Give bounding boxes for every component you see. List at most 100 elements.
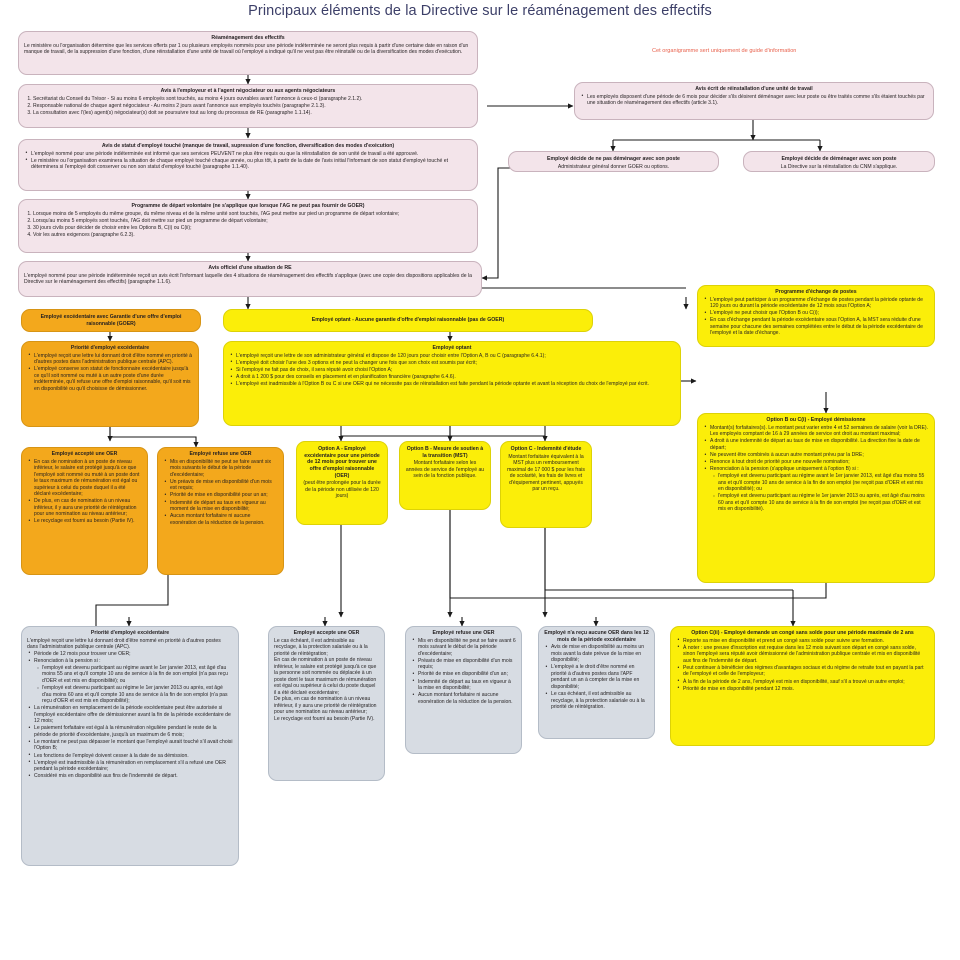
node-programme-echange-postes[interactable]: Programme d'échange de postes L'employé …	[697, 285, 935, 347]
list-item: Le paiement forfaitaire est égal à la ré…	[29, 725, 233, 738]
list-item: Priorité de mise en disponibilité d'un a…	[413, 671, 516, 678]
list-item: Indemnité de départ au taux en vigueur a…	[165, 499, 278, 513]
node-header: Priorité d'employé excédentaire	[90, 630, 170, 636]
node-programme-depart-volontaire[interactable]: Programme de départ volontaire (ne s'app…	[18, 199, 478, 253]
node-list: Secrétariat du Conseil du Trésor - Si au…	[24, 96, 472, 117]
node-paragraph: De plus, en cas de nomination à un nivea…	[274, 696, 377, 716]
list-item: Avis de mise en disponibilité au moins u…	[546, 644, 649, 664]
node-header: Employé accepte une OER	[293, 630, 360, 636]
banner-label: Employé excédentaire avec Garantie d'une…	[40, 314, 182, 327]
node-reamenagement-effectifs[interactable]: Réaménagement des effectifs Le ministère…	[18, 31, 478, 75]
node-intro: L'employé reçoit une lettre lui donnant …	[27, 637, 221, 651]
node-body: Administrateur général donner GOER ou op…	[557, 163, 670, 170]
node-employe-demenager[interactable]: Employé décide de déménager avec son pos…	[743, 151, 935, 172]
list-item: Secrétariat du Conseil du Trésor - Si au…	[33, 96, 472, 103]
list-item: Un préavis de mise en disponibilité d'un…	[165, 478, 278, 492]
node-header: Employé décide de déménager avec son pos…	[781, 156, 897, 162]
list-item: En cas d'échange pendant la période excé…	[705, 317, 929, 337]
node-avis-ecrit-reinstallation[interactable]: Avis écrit de réinstallation d'une unité…	[574, 82, 934, 120]
node-sublist: l'employé est devenu participant au régi…	[34, 665, 233, 705]
node-list: Reporte sa mise en disponibilité et pren…	[676, 637, 929, 693]
node-body: La Directive sur la réinstallation du CN…	[780, 163, 898, 170]
list-item: Renonce à tout droit de priorité pour un…	[705, 459, 929, 466]
node-employe-refuse-oer-bottom[interactable]: Employé refuse une OER Mis en disponibil…	[405, 626, 522, 754]
node-header: Employé n'a reçu aucune OER dans les 12 …	[544, 630, 649, 643]
node-list: L'employé reçoit une lettre lui donnant …	[27, 352, 193, 393]
node-option-b-ou-ci[interactable]: Option B ou C(i) - Employé démissionne M…	[697, 413, 935, 583]
list-item: La consultation avec l'(les) agent(s) né…	[33, 110, 472, 117]
node-list: Mis en disponibilité ne peut se faire av…	[411, 637, 516, 706]
list-item: Le ministère ou l'organisation examinera…	[26, 157, 472, 171]
list-item: Période de 12 mois pour trouver une OER;	[29, 650, 233, 658]
list-item: Aucun montant forfaitaire ni aucune exon…	[165, 513, 278, 526]
banner-employe-excedentaire-goer[interactable]: Employé excédentaire avec Garantie d'une…	[21, 309, 201, 332]
node-header: Option B ou C(i) - Employé démissionne	[766, 417, 866, 423]
node-header: Avis écrit de réinstallation d'une unité…	[695, 86, 813, 92]
sublist-item: l'employé est devenu participant au régi…	[37, 685, 233, 705]
list-item: L'employé est inadmissible à l'Option B …	[231, 381, 675, 388]
node-header: Employé optant	[432, 345, 472, 351]
node-aucune-oer-12-mois[interactable]: Employé n'a reçu aucune OER dans les 12 …	[538, 626, 655, 739]
node-employe-ne-pas-demenager[interactable]: Employé décide de ne pas déménager avec …	[508, 151, 719, 172]
list-item: Voir les autres exigences (paragraphe 6.…	[33, 232, 472, 239]
node-header: Réaménagement des effectifs	[211, 35, 285, 41]
node-body: Montant forfaitaire équivalent à la MST …	[507, 453, 585, 493]
list-item: Ne peuvent être combinés à aucun autre m…	[705, 452, 929, 459]
list-item: À la fin de la période de 2 ans, l'emplo…	[678, 678, 929, 686]
list-item: L'employé nommé pour une période indéter…	[26, 150, 472, 158]
node-option-cii[interactable]: Option C(ii) - Employé demande un congé …	[670, 626, 935, 746]
page-title: Principaux éléments de la Directive sur …	[248, 3, 712, 19]
node-list: Les employés disposent d'une période de …	[580, 93, 928, 107]
node-option-a[interactable]: Option A - Employé excédentaire pour une…	[296, 441, 388, 525]
node-header: Programme de départ volontaire (ne s'app…	[131, 203, 365, 209]
list-item: L'employé conserve son statut de fonctio…	[29, 366, 193, 392]
node-header: Programme d'échange de postes	[775, 289, 857, 295]
sublist-item: l'employé est devenu participant au régi…	[713, 493, 929, 513]
list-item: Considéré mis en disponibilité aux fins …	[29, 773, 233, 780]
node-priorite-employe-excedentaire-bottom[interactable]: Priorité d'employé excédentaire L'employ…	[21, 626, 239, 866]
node-employe-accepte-oer-bottom[interactable]: Employé accepte une OER Le cas échéant, …	[268, 626, 385, 781]
sublist-item: l'employé est devenu participant au régi…	[37, 665, 233, 685]
list-item: L'employé reçoit une lettre de son admin…	[231, 352, 675, 360]
node-header: Employé décide de ne pas déménager avec …	[547, 156, 680, 162]
list-item: Renonciation à la pension (s'applique un…	[705, 466, 929, 513]
node-avis-statut-employe-touche[interactable]: Avis de statut d'employé touché (manque …	[18, 139, 478, 191]
node-employe-optant[interactable]: Employé optant L'employé reçoit une lett…	[223, 341, 681, 426]
node-body: Montant forfaitaire selon les années de …	[405, 460, 485, 480]
node-body: L'employé nommé pour une période indéter…	[24, 272, 472, 286]
node-list: Avis de mise en disponibilité au moins u…	[544, 644, 649, 710]
node-avis-officiel-situation-re[interactable]: Avis officiel d'une situation de RE L'em…	[18, 261, 482, 297]
node-header: Employé refuse une OER	[432, 630, 495, 636]
node-header: Option C - Indemnité d'étude	[510, 446, 582, 452]
list-item: En cas de nomination à un poste de nivea…	[29, 458, 142, 498]
node-paragraph: Le recyclage est fourni au besoin (Parti…	[274, 715, 375, 722]
list-item: Lorsque moins de 5 employés du même grou…	[33, 211, 472, 218]
list-item: L'employé ne peut choisir que l'Option B…	[705, 310, 929, 317]
node-employe-refuse-oer-top[interactable]: Employé refuse une OER Mis en disponibil…	[157, 447, 284, 575]
banner-employe-optant[interactable]: Employé optant - Aucune garantie d'offre…	[223, 309, 593, 332]
banner-label: Employé optant - Aucune garantie d'offre…	[311, 317, 505, 324]
node-avis-employeur-agent[interactable]: Avis à l'employeur et à l'agent négociat…	[18, 84, 478, 128]
node-header: Option C(ii) - Employé demande un congé …	[691, 630, 914, 636]
node-sublist: l'employé est devenu participant au régi…	[710, 473, 929, 513]
list-item: A droit à une indemnité de départ au tau…	[705, 438, 929, 451]
node-header: Avis de statut d'employé touché (manque …	[101, 143, 395, 149]
list-item: Priorité de mise en disponibilité pendan…	[678, 685, 929, 693]
list-item: Les employés disposent d'une période de …	[582, 93, 928, 107]
node-option-c[interactable]: Option C - Indemnité d'étude Montant for…	[500, 441, 592, 528]
node-paragraph: En cas de nomination à un poste de nivea…	[274, 657, 377, 696]
info-note: Cet organigramme sert uniquement de guid…	[652, 48, 797, 54]
node-header: Avis à l'employeur et à l'agent négociat…	[160, 88, 336, 94]
node-list: Montant(s) forfaitaires(s). Le montant p…	[703, 424, 929, 513]
node-priorite-employe-excedentaire-top[interactable]: Priorité d'employé excédentaire L'employ…	[21, 341, 199, 427]
node-list: L'employé peut participer à un programme…	[703, 296, 929, 337]
list-item: De plus, en cas de nomination à un nivea…	[29, 498, 142, 518]
node-option-b[interactable]: Option B - Mesure de soutien à la transi…	[399, 441, 491, 510]
node-header: Option A - Employé excédentaire pour une…	[304, 446, 380, 479]
node-employe-accepte-oer-top[interactable]: Employé accepté une OER En cas de nomina…	[21, 447, 148, 575]
node-body: (peut être prolongée pour la durée de la…	[303, 480, 381, 500]
list-item: 30 jours civils pour décider de choisir …	[33, 225, 472, 232]
list-item: Peut continuer à bénéficier des régimes …	[678, 665, 929, 678]
node-header: Employé refuse une OER	[189, 451, 252, 457]
list-item: Renonciation à la pension si : l'employé…	[29, 657, 233, 705]
